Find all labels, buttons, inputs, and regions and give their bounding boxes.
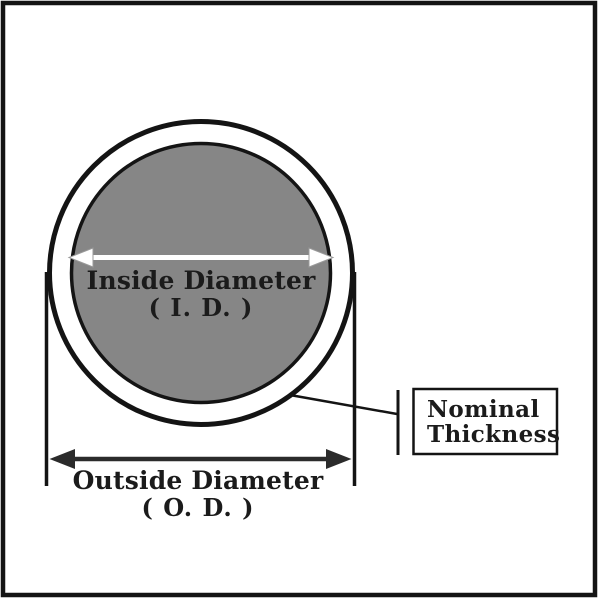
nominal-thickness-leader-line [289,393,398,416]
inside-diameter-label: Inside Diameter [87,266,317,295]
pipe-bore-circle [69,141,333,405]
inside-diameter-arrowhead-left-icon [67,247,94,268]
outside-diameter-arrow [49,449,352,469]
outside-diameter-arrowhead-right-icon [326,449,352,469]
nominal-thickness-label-line1: Nominal [427,396,540,423]
outside-diameter-label: Outside Diameter [73,466,324,495]
outside-diameter-arrowhead-left-icon [49,449,75,469]
outside-diameter-abbrev-label: ( O. D. ) [142,493,255,522]
inside-diameter-arrow [67,247,335,268]
nominal-thickness-label-line2: Thickness [427,421,560,448]
inside-diameter-abbrev-label: ( I. D. ) [149,293,254,322]
inside-diameter-arrowhead-right-icon [308,247,335,268]
nominal-thickness-box [412,387,559,456]
